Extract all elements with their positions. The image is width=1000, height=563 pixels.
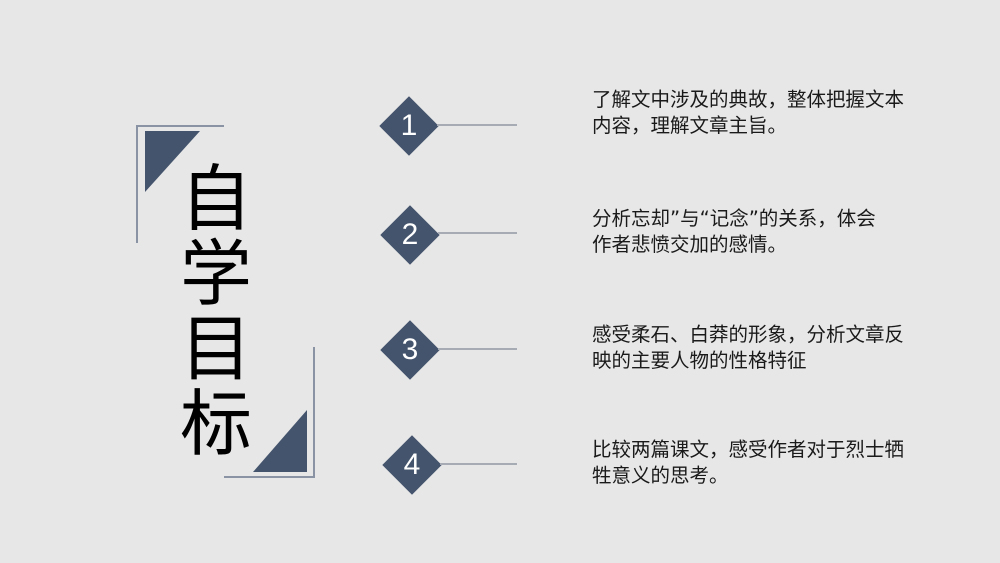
goal-number: 3 bbox=[401, 333, 419, 366]
corner-triangle-bottom-right bbox=[253, 410, 307, 472]
frame-bottom-line bbox=[224, 476, 315, 478]
connector-line bbox=[440, 463, 517, 465]
connector-line bbox=[438, 348, 517, 350]
goal-text: 比较两篇课文，感受作者对于烈士牺 牲意义的思考。 bbox=[592, 437, 952, 489]
frame-top-line bbox=[136, 125, 224, 127]
goal-number: 1 bbox=[400, 109, 418, 142]
connector-line bbox=[437, 124, 517, 126]
goal-text-line: 比较两篇课文，感受作者对于烈士牺 bbox=[592, 438, 905, 461]
goal-text-line: 映的主要人物的性格特征 bbox=[592, 349, 807, 372]
goal-text-line: 内容，理解文章主旨。 bbox=[592, 114, 788, 137]
goal-text-line: 感受柔石、白莽的形象，分析文章反 bbox=[592, 323, 905, 346]
goal-text-line: 作者悲愤交加的感情。 bbox=[592, 233, 788, 256]
goal-text: 感受柔石、白莽的形象，分析文章反 映的主要人物的性格特征 bbox=[592, 322, 952, 374]
goal-text-line: 牲意义的思考。 bbox=[592, 464, 729, 487]
goal-text: 了解文中涉及的典故，整体把握文本 内容，理解文章主旨。 bbox=[592, 87, 952, 139]
frame-left-line bbox=[136, 125, 138, 243]
title-char: 标 bbox=[179, 382, 252, 466]
goal-number: 4 bbox=[403, 448, 421, 481]
goal-text: 分析忘却”与“记念”的关系，体会 作者悲愤交加的感情。 bbox=[592, 206, 952, 258]
goal-text-line: 了解文中涉及的典故，整体把握文本 bbox=[592, 88, 905, 111]
title-char: 学 bbox=[179, 232, 252, 316]
connector-line bbox=[438, 232, 517, 234]
title-char: 自 bbox=[179, 157, 252, 241]
goal-number: 2 bbox=[401, 218, 419, 251]
goal-text-line: 分析忘却”与“记念”的关系，体会 bbox=[592, 207, 876, 230]
title-char: 目 bbox=[179, 307, 252, 391]
frame-right-line bbox=[313, 347, 315, 478]
corner-triangle-top-left bbox=[145, 131, 200, 192]
